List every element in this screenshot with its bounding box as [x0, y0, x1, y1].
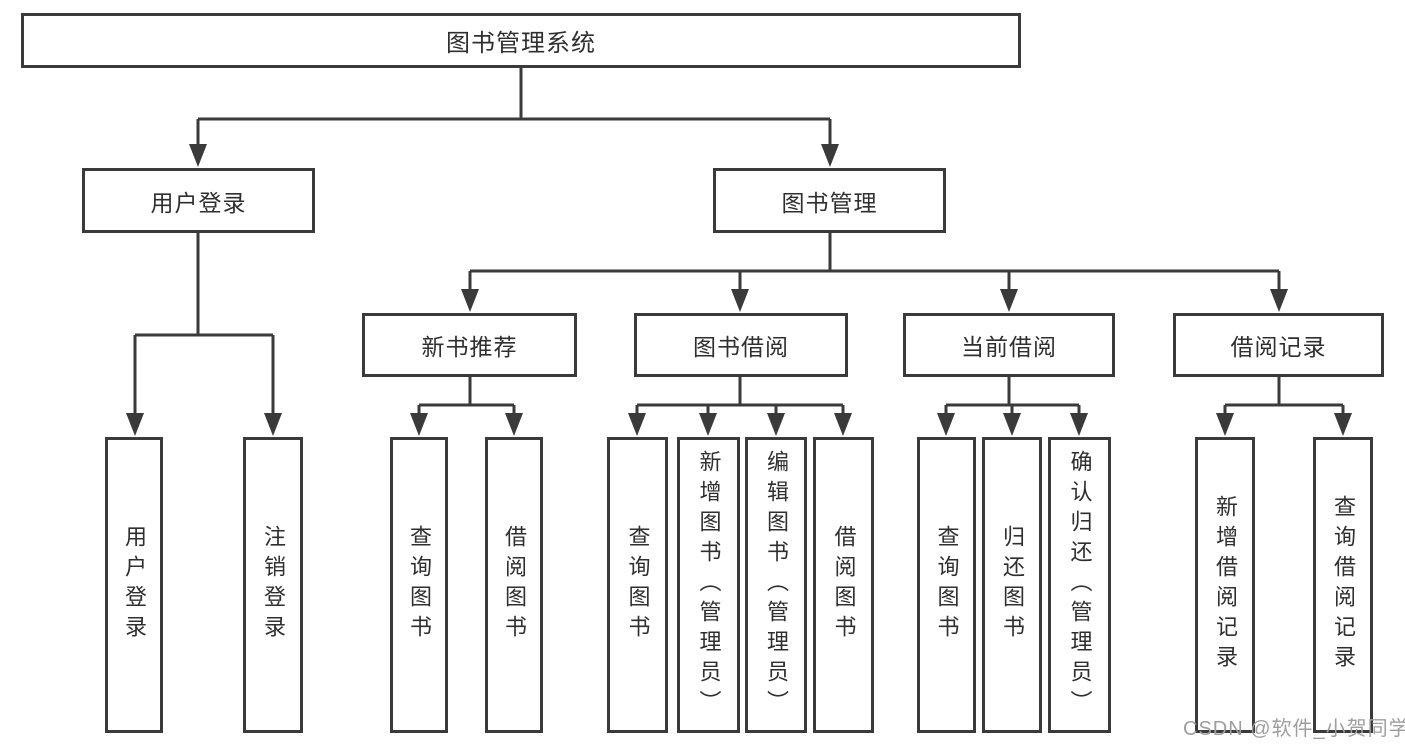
- node-new-book-recommend-label: 新书推荐: [421, 334, 518, 360]
- leaf-borrow-query-books: 查询图书: [607, 437, 668, 733]
- leaf-borrow-query-books-label: 查询图书: [625, 525, 651, 645]
- leaf-newbook-borrow-books-label: 借阅图书: [502, 525, 527, 645]
- leaf-user-logout-label: 注销登录: [261, 525, 286, 645]
- node-library-system: 图书管理系统: [21, 13, 1021, 68]
- connector-path: [135, 68, 1343, 407]
- leaf-user-login: 用户登录: [105, 437, 163, 733]
- leaf-records-query-borrow-record: 查询借阅记录: [1313, 437, 1373, 733]
- node-current-borrow-label: 当前借阅: [961, 334, 1057, 360]
- leaf-borrow-edit-book-admin-label: 编辑图书（管理员）: [764, 450, 789, 720]
- leaf-newbook-borrow-books: 借阅图书: [485, 437, 543, 733]
- leaf-current-confirm-return-admin-label: 确认归还（管理员）: [1067, 450, 1093, 720]
- leaf-current-query-books: 查询图书: [917, 437, 976, 733]
- leaf-current-confirm-return-admin: 确认归还（管理员）: [1048, 437, 1111, 733]
- node-book-management-label: 图书管理: [781, 189, 878, 216]
- leaf-user-login-label: 用户登录: [122, 525, 147, 645]
- node-current-borrow: 当前借阅: [903, 313, 1115, 377]
- leaf-records-query-borrow-record-label: 查询借阅记录: [1331, 495, 1356, 675]
- node-borrow-records-label: 借阅记录: [1230, 334, 1327, 360]
- leaf-newbook-query-books: 查询图书: [390, 437, 448, 733]
- node-book-borrow: 图书借阅: [634, 313, 848, 377]
- node-library-system-label: 图书管理系统: [446, 30, 596, 57]
- node-user-login-group-label: 用户登录: [150, 189, 247, 216]
- leaf-records-add-borrow-record: 新增借阅记录: [1195, 437, 1255, 733]
- csdn-watermark: CSDN @软件_小贺同学: [1183, 718, 1405, 740]
- node-user-login-group: 用户登录: [82, 168, 315, 233]
- leaf-current-return-books-label: 归还图书: [1000, 525, 1025, 645]
- leaf-current-query-books-label: 查询图书: [934, 525, 960, 645]
- node-book-borrow-label: 图书借阅: [693, 334, 789, 360]
- leaf-records-add-borrow-record-label: 新增借阅记录: [1213, 495, 1238, 675]
- arrowheads: [126, 119, 1352, 436]
- leaf-borrow-edit-book-admin: 编辑图书（管理员）: [745, 437, 807, 733]
- leaf-newbook-query-books-label: 查询图书: [407, 525, 432, 645]
- node-book-management: 图书管理: [713, 168, 946, 233]
- leaf-borrow-borrow-books: 借阅图书: [813, 437, 874, 733]
- leaf-borrow-add-book-admin-label: 新增图书（管理员）: [696, 450, 722, 720]
- node-borrow-records: 借阅记录: [1173, 313, 1384, 377]
- leaf-current-return-books: 归还图书: [982, 437, 1042, 733]
- leaf-user-logout: 注销登录: [243, 437, 303, 733]
- node-new-book-recommend: 新书推荐: [362, 313, 577, 377]
- leaf-borrow-borrow-books-label: 借阅图书: [831, 525, 857, 645]
- leaf-borrow-add-book-admin: 新增图书（管理员）: [677, 437, 740, 733]
